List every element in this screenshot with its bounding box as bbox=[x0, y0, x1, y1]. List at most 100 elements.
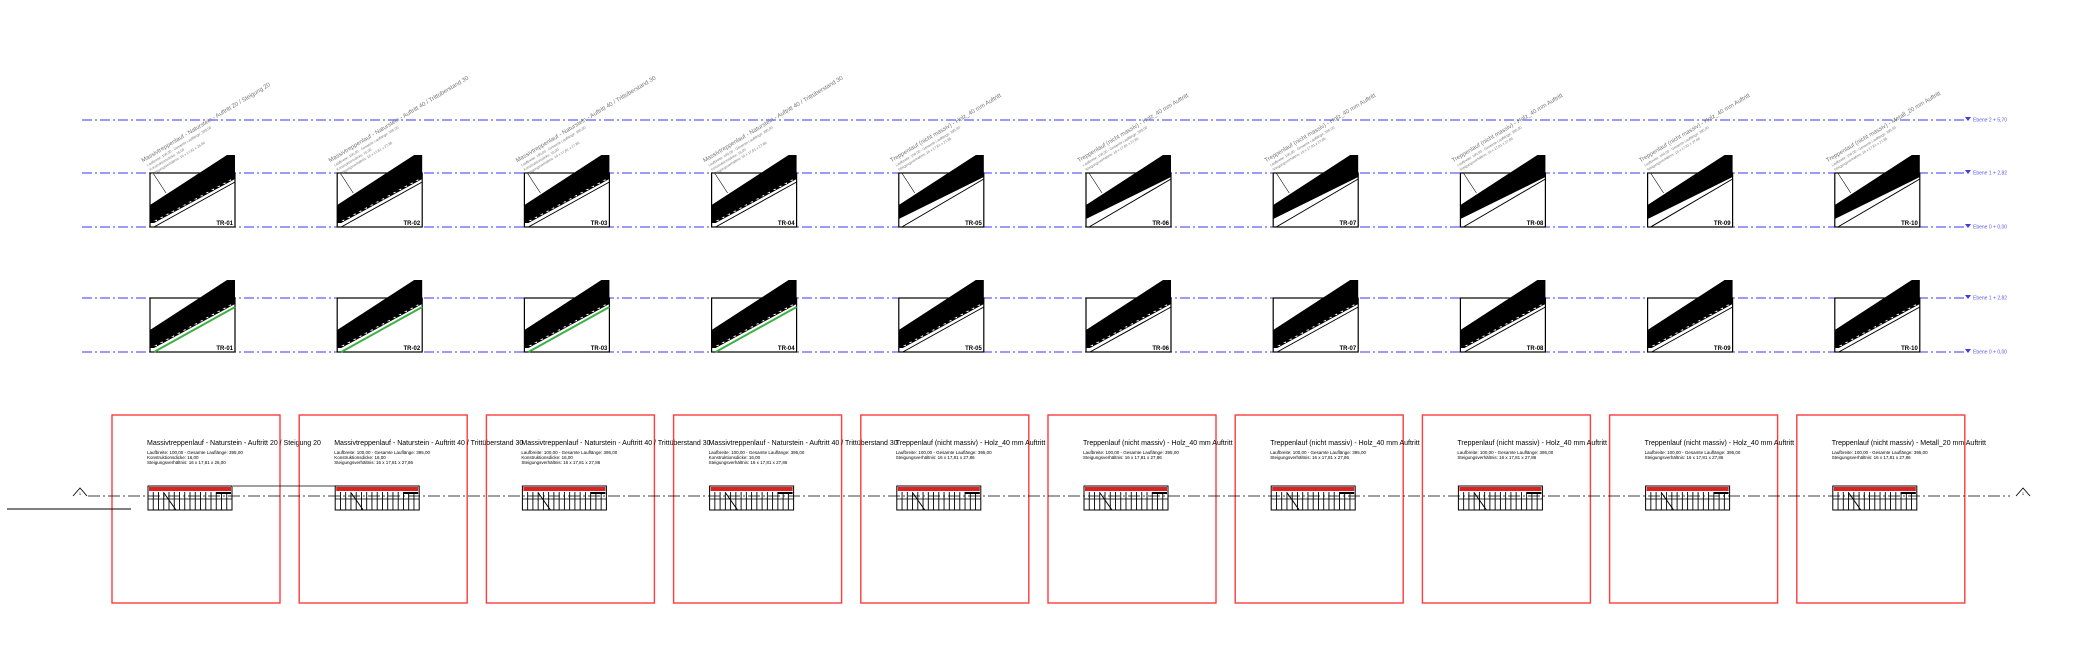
step-notch bbox=[398, 188, 402, 191]
stair-elevation[interactable]: TR-01 bbox=[149, 280, 236, 353]
plan-viewport[interactable]: Massivtreppenlauf - Naturstein - Auftrit… bbox=[298, 414, 523, 604]
step-notch bbox=[738, 332, 742, 334]
stair-elevation[interactable]: TR-09 bbox=[1646, 280, 1734, 353]
stair-soffit-line bbox=[1276, 306, 1359, 353]
stair-elevation[interactable]: TR-07 bbox=[1272, 280, 1359, 353]
stair-soffit-line bbox=[715, 306, 798, 353]
step-notch bbox=[375, 200, 379, 203]
step-notch bbox=[715, 344, 719, 346]
cut-line bbox=[725, 492, 739, 511]
stair-elevation[interactable]: TR-02 bbox=[336, 280, 423, 353]
plan-viewport[interactable]: Massivtreppenlauf - Naturstein - Auftrit… bbox=[111, 414, 321, 604]
stair-label: Massivtreppenlauf - Naturstein - Auftrit… bbox=[328, 75, 471, 176]
stair-elevation[interactable]: TR-03 bbox=[523, 280, 611, 353]
landing-edge bbox=[777, 492, 793, 494]
stair-frame bbox=[336, 172, 423, 228]
step-notch bbox=[579, 316, 583, 319]
step-notch bbox=[1351, 304, 1355, 306]
step-notch bbox=[732, 335, 736, 337]
step-notch bbox=[1720, 307, 1723, 309]
stair-elevation[interactable]: TR-10 bbox=[1834, 280, 1921, 353]
step-notch bbox=[772, 313, 776, 316]
stair-tag: TR-03 bbox=[591, 221, 608, 227]
step-notch bbox=[1884, 319, 1888, 322]
step-notch bbox=[171, 335, 175, 337]
plan-detail: Steigungsverhältnis: 16 x 17,81 x 27,86 bbox=[1832, 455, 1911, 460]
step-notch bbox=[392, 191, 396, 194]
viewport-frame bbox=[860, 414, 1030, 604]
step-notch bbox=[1158, 307, 1162, 309]
step-notch bbox=[1288, 338, 1292, 340]
landing-edge bbox=[1526, 492, 1542, 494]
stair-soffit-line bbox=[153, 306, 236, 353]
plan-detail: Laufbreite: 100,00 - Gesamte Lauflänge: … bbox=[896, 450, 992, 455]
step-notch bbox=[959, 313, 963, 316]
step-notch bbox=[931, 329, 935, 331]
stair-label: Treppenlauf (nicht massiv) - Holz_40 mm … bbox=[890, 93, 1003, 172]
step-notch bbox=[1901, 310, 1905, 312]
plan-viewport[interactable]: Treppenlauf (nicht massiv) - Holz_40 mm … bbox=[860, 414, 1046, 604]
plan-detail: Steigungsverhältnis: 16 x 17,81 x 27,86 bbox=[1645, 455, 1724, 460]
step-notch bbox=[954, 316, 958, 319]
step-notch bbox=[574, 194, 577, 197]
stair-frame bbox=[1272, 297, 1359, 353]
level-marker-icon bbox=[1965, 117, 1971, 121]
stair-elevation[interactable]: TR-08 bbox=[1459, 280, 1547, 353]
stair-elevation[interactable]: TR-04 bbox=[710, 280, 798, 353]
stair-soffit-line bbox=[1464, 306, 1546, 353]
viewport-frame bbox=[1608, 414, 1779, 604]
step-notch bbox=[415, 179, 419, 181]
stair-tag: TR-05 bbox=[965, 346, 982, 352]
step-notch bbox=[948, 319, 952, 322]
step-notch bbox=[744, 329, 748, 331]
stair-frame bbox=[336, 297, 423, 353]
stair-elevation[interactable]: TR-05 bbox=[898, 280, 985, 353]
plan-viewport[interactable]: Massivtreppenlauf - Naturstein - Auftrit… bbox=[485, 414, 711, 604]
step-notch bbox=[369, 329, 373, 331]
plan-viewport[interactable]: Treppenlauf (nicht massiv) - Holz_40 mm … bbox=[1047, 414, 1233, 604]
stair-frame bbox=[149, 172, 236, 228]
plan-viewport[interactable]: Treppenlauf (nicht massiv) - Holz_40 mm … bbox=[1608, 414, 1795, 604]
step-notch bbox=[1890, 316, 1894, 319]
plan-viewport[interactable]: Treppenlauf (nicht massiv) - Holz_40 mm … bbox=[1234, 414, 1420, 604]
stair-tag: TR-10 bbox=[1901, 221, 1918, 227]
plan-viewport[interactable]: Treppenlauf (nicht massiv) - Holz_40 mm … bbox=[1421, 414, 1607, 604]
label-leader bbox=[527, 172, 541, 194]
step-notch bbox=[919, 335, 923, 337]
step-notch bbox=[386, 194, 390, 197]
stair-elevation[interactable]: TR-06 bbox=[1085, 280, 1172, 353]
plan-viewport[interactable]: Massivtreppenlauf - Naturstein - Auftrit… bbox=[672, 414, 898, 604]
stair-label: Treppenlauf (nicht massiv) - Holz_40 mm … bbox=[1077, 93, 1190, 172]
step-notch bbox=[409, 182, 413, 184]
stair-label-detail: Laufbreite: 100,00 - Gesamte Lauflänge: … bbox=[895, 126, 961, 168]
step-notch bbox=[789, 304, 793, 306]
step-notch bbox=[784, 307, 787, 309]
label-leader bbox=[1650, 172, 1664, 194]
step-notch bbox=[193, 322, 197, 325]
stair-label-title: Treppenlauf (nicht massiv) - Holz_40 mm … bbox=[1638, 93, 1751, 164]
step-notch bbox=[1867, 329, 1871, 331]
step-notch bbox=[188, 200, 192, 203]
step-notch bbox=[346, 341, 350, 343]
stair-flight-fill bbox=[524, 155, 610, 223]
step-notch bbox=[1141, 316, 1145, 319]
step-notch bbox=[721, 341, 725, 343]
stair-frame bbox=[1085, 172, 1172, 228]
stair-soffit-line bbox=[1089, 306, 1172, 353]
stair-flight-fill bbox=[1273, 155, 1359, 219]
step-notch bbox=[341, 344, 345, 346]
plan-viewport[interactable]: Treppenlauf (nicht massiv) - Metall_20 m… bbox=[1796, 414, 1986, 604]
step-notch bbox=[766, 191, 770, 194]
step-notch bbox=[154, 219, 157, 221]
